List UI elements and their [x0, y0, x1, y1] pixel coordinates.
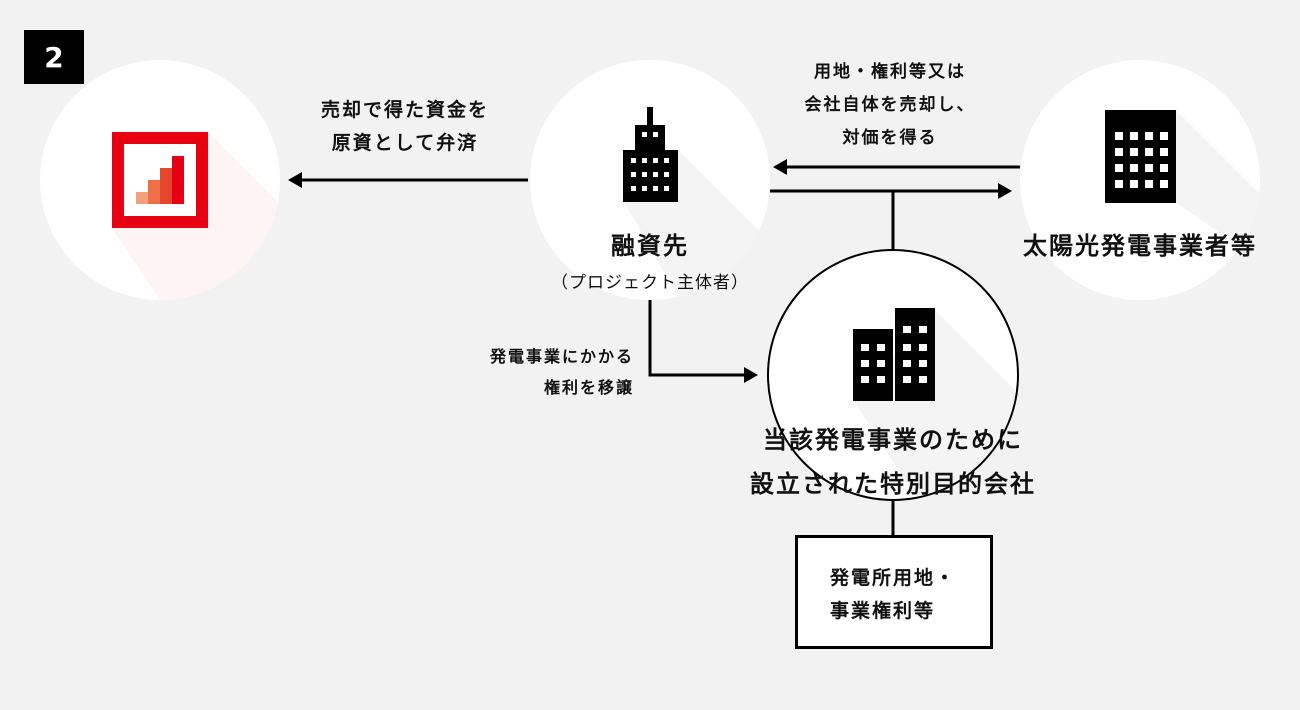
arrow-left-icon	[773, 159, 787, 175]
transfer-line2: 権利を移譲	[543, 378, 634, 397]
arrow-left-icon	[288, 172, 302, 188]
assets-text: 発電所用地・ 事業権利等	[798, 538, 990, 628]
office-building-icon	[1105, 110, 1260, 260]
solar-operator-label: 太陽光発電事業者等	[1023, 232, 1257, 260]
sale-note: 用地・権利等又は 会社自体を売却し、 対価を得る	[780, 56, 1000, 155]
repay-line1: 売却で得た資金を	[320, 99, 489, 121]
solar-operator-circle	[1020, 60, 1260, 300]
arrow-right-icon	[744, 367, 758, 383]
sale-line2: 会社自体を売却し、	[804, 95, 976, 115]
transfer-note: 発電事業にかかる 権利を移譲	[430, 341, 634, 403]
repay-note: 売却で得た資金を 原資として弁済	[300, 94, 510, 160]
sale-line3: 対価を得る	[842, 128, 938, 148]
spc-label: 当該発電事業のために 設立された特別目的会社	[700, 418, 1086, 506]
office-buildings-icon	[853, 308, 1017, 499]
repay-line2: 原資として弁済	[331, 132, 479, 154]
assets-line2: 事業権利等	[830, 600, 936, 622]
bank-logo-icon	[112, 132, 280, 300]
borrower-label: 融資先	[611, 232, 689, 260]
borrower-circle	[530, 60, 770, 300]
transfer-line1: 発電事業にかかる	[489, 347, 634, 366]
lender-circle	[40, 60, 280, 300]
assets-box: 発電所用地・ 事業権利等	[795, 535, 993, 649]
spc-circle	[767, 249, 1019, 501]
step-badge: 2	[24, 30, 84, 84]
assets-line1: 発電所用地・	[830, 567, 957, 589]
spc-label-line1: 当該発電事業のために	[763, 426, 1023, 454]
arrow-right-icon	[998, 183, 1012, 199]
office-tower-icon	[623, 107, 770, 300]
sale-line1: 用地・権利等又は	[814, 62, 966, 82]
borrower-sublabel: （プロジェクト主体者）	[551, 273, 749, 293]
spc-label-line2: 設立された特別目的会社	[750, 470, 1036, 498]
